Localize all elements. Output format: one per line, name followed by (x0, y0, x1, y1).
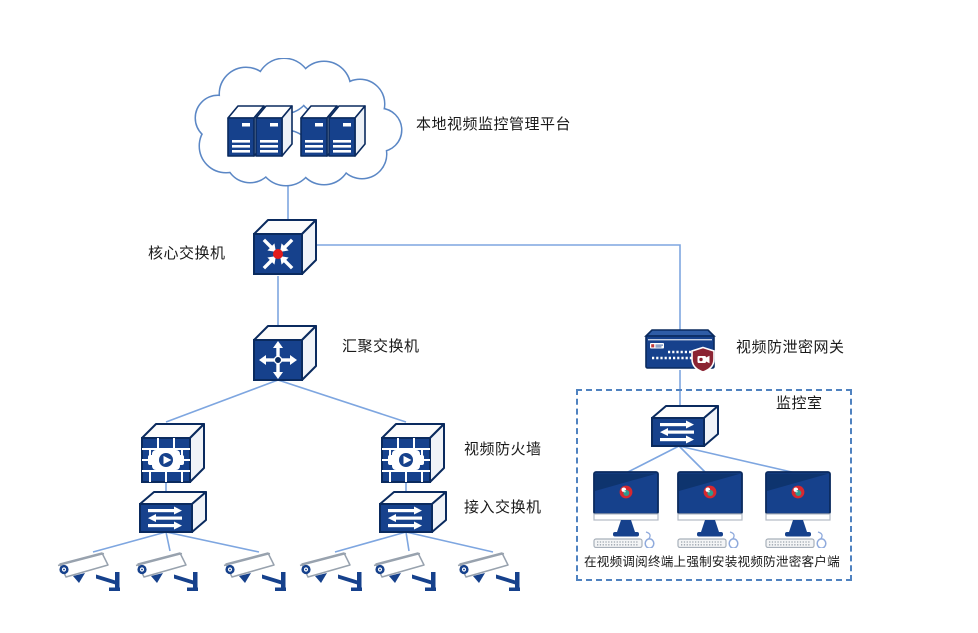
camera-icon-5 (372, 548, 446, 594)
camera-icon-1 (56, 548, 130, 594)
monitor-icon-3 (760, 470, 836, 548)
aggregation-switch-icon (252, 324, 318, 382)
leak-gateway-icon (644, 326, 716, 374)
platform-label: 本地视频监控管理平台 (416, 116, 572, 133)
access-switch-icon-right (378, 490, 448, 538)
video-firewall-icon-right (380, 420, 446, 484)
video-firewall-icon-left (140, 420, 206, 484)
monitoring-room-label: 监控室 (776, 395, 823, 412)
client-note-label: 在视频调阅终端上强制安装视频防泄密客户端 (584, 555, 840, 569)
monitoring-room-box (576, 389, 852, 581)
monitor-icon-1 (588, 470, 664, 548)
aggregation-switch-label: 汇聚交换机 (342, 338, 420, 355)
access-switch-label: 接入交换机 (464, 499, 542, 516)
core-switch-icon (252, 218, 318, 276)
camera-icon-4 (298, 548, 372, 594)
access-switch-icon-left (138, 490, 208, 538)
camera-icon-3 (222, 548, 296, 594)
core-switch-label: 核心交换机 (148, 245, 226, 262)
camera-icon-2 (134, 548, 208, 594)
camera-icon-6 (456, 548, 530, 594)
monitoring-room-switch-icon (650, 404, 720, 452)
monitor-icon-2 (672, 470, 748, 548)
leak-gateway-label: 视频防泄密网关 (736, 339, 845, 356)
server-stack-icon-2 (299, 102, 367, 158)
server-stack-icon-1 (226, 102, 294, 158)
video-firewall-label: 视频防火墙 (464, 441, 542, 458)
